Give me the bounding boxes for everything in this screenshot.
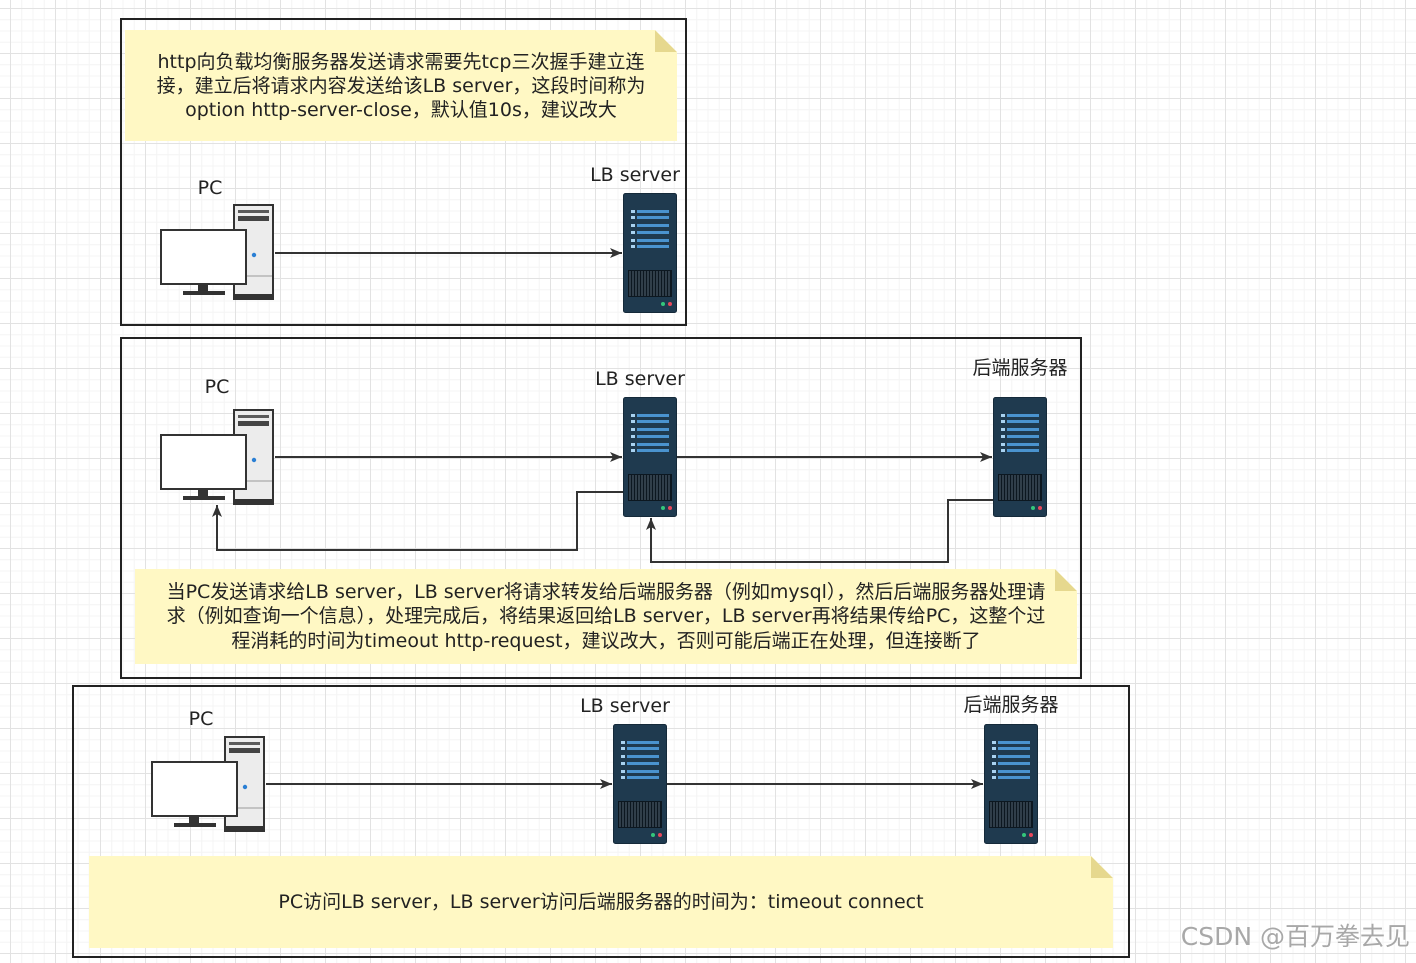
note-http-request: 当PC发送请求给LB server，LB server将请求转发给后端服务器（例… (135, 569, 1077, 664)
backend-server-label: 后端服务器 (972, 357, 1068, 379)
note-text: 当PC发送请求给LB server，LB server将请求转发给后端服务器（例… (135, 569, 1077, 664)
pc-icon (160, 409, 275, 505)
note-line: http向负载均衡服务器发送请求需要先tcp三次握手建立连 (157, 50, 645, 73)
pc-icon (151, 736, 266, 832)
server-icon (984, 724, 1038, 844)
lb-server-label: LB server (590, 164, 680, 186)
note-line: 程消耗的时间为timeout http-request，建议改大，否则可能后端正… (231, 629, 981, 652)
note-http-server-close: http向负载均衡服务器发送请求需要先tcp三次握手建立连 接，建立后将请求内容… (125, 30, 677, 141)
note-text: PC访问LB server，LB server访问后端服务器的时间为：timeo… (89, 856, 1113, 948)
scenario-frame-http-request (120, 337, 1082, 679)
backend-server-label: 后端服务器 (963, 694, 1059, 716)
server-icon (623, 193, 677, 313)
note-line: 求（例如查询一个信息），处理完成后，将结果返回给LB server，LB ser… (166, 605, 1046, 628)
pc-label: PC (188, 708, 214, 730)
lb-server-label: LB server (580, 695, 670, 717)
lb-server-label: LB server (595, 368, 685, 390)
pc-label: PC (204, 376, 230, 398)
note-connect: PC访问LB server，LB server访问后端服务器的时间为：timeo… (89, 856, 1113, 948)
pc-label: PC (197, 177, 223, 199)
server-icon (613, 724, 667, 844)
watermark: CSDN @百万拳去见 (1180, 922, 1410, 951)
scenario-frame-connect (72, 685, 1130, 958)
note-text: http向负载均衡服务器发送请求需要先tcp三次握手建立连 接，建立后将请求内容… (125, 30, 677, 141)
note-line: 接，建立后将请求内容发送给该LB server，这段时间称为 (156, 74, 646, 97)
scenario-frame-http-server-close (120, 18, 687, 326)
note-line: 当PC发送请求给LB server，LB server将请求转发给后端服务器（例… (166, 580, 1046, 603)
server-icon (623, 397, 677, 517)
pc-icon (160, 204, 275, 300)
server-icon (993, 397, 1047, 517)
note-line: option http-server-close，默认值10s，建议改大 (185, 98, 617, 121)
note-line: PC访问LB server，LB server访问后端服务器的时间为：timeo… (278, 891, 924, 913)
